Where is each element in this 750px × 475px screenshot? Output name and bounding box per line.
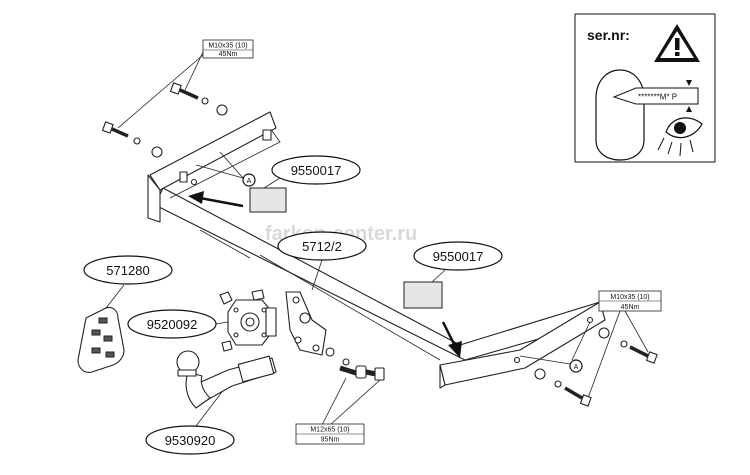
- bracket-nut-top: [262, 129, 272, 141]
- bolt-spec-bottom-torque: 95Nm: [321, 437, 340, 444]
- label-box-right: [403, 281, 443, 309]
- arrow-left: [188, 191, 244, 208]
- part-outline-icon: [595, 69, 645, 161]
- tow-ball-neck: [176, 350, 277, 409]
- bolt-spec-top-torque: 45Nm: [219, 51, 238, 58]
- bolt-spec-bottom-size: M12x65 (10): [310, 427, 349, 434]
- socket-plate: [219, 289, 277, 352]
- svg-text:5712/2: 5712/2: [302, 239, 342, 254]
- callout-bar-left: 9550017: [263, 155, 361, 189]
- mounting-bracket: [285, 291, 327, 356]
- svg-text:A: A: [247, 178, 252, 185]
- svg-text:571280: 571280: [106, 263, 149, 278]
- bolt-group-bottom: M12x65 (10) 95Nm: [295, 347, 385, 445]
- eye-icon: [657, 117, 703, 157]
- callout-socket: 9520092: [127, 309, 229, 339]
- svg-text:A: A: [574, 364, 579, 371]
- serial-warning-box: ser.nr: *******M* P: [574, 13, 716, 163]
- bolt-spec-top-size: M10x35 (10): [208, 43, 247, 50]
- bracket-nut-left: [179, 171, 188, 183]
- warning-triangle-icon: [654, 24, 700, 62]
- serial-title: ser.nr:: [587, 27, 630, 43]
- callout-frame: 5712/2: [277, 231, 367, 291]
- svg-text:9520092: 9520092: [147, 317, 198, 332]
- callout-ball: 9530920: [145, 391, 235, 455]
- label-box-left: [249, 187, 287, 213]
- svg-text:9530920: 9530920: [165, 433, 216, 448]
- bolt-group-right: M10x35 (10) 45Nm: [534, 290, 662, 407]
- arrow-down: [441, 321, 462, 358]
- point-a-left: A: [195, 151, 256, 187]
- serial-placeholder: *******M* P: [638, 93, 677, 102]
- point-a-right: A: [519, 321, 591, 373]
- bolt-spec-right-size: M10x35 (10): [610, 294, 649, 301]
- callout-module: 571280: [83, 255, 173, 285]
- serial-plate-icon: [612, 87, 699, 105]
- callout-bar-right: 9550017: [413, 241, 503, 283]
- svg-text:9550017: 9550017: [433, 249, 484, 264]
- bolt-group-top: M10x35 (10) 45Nm: [101, 39, 254, 158]
- bolt-spec-top-box: [202, 39, 254, 59]
- electrical-module: [77, 284, 125, 373]
- tow-bar-frame: [147, 111, 606, 389]
- bolt-spec-right-torque: 45Nm: [621, 304, 640, 311]
- svg-text:9550017: 9550017: [291, 163, 342, 178]
